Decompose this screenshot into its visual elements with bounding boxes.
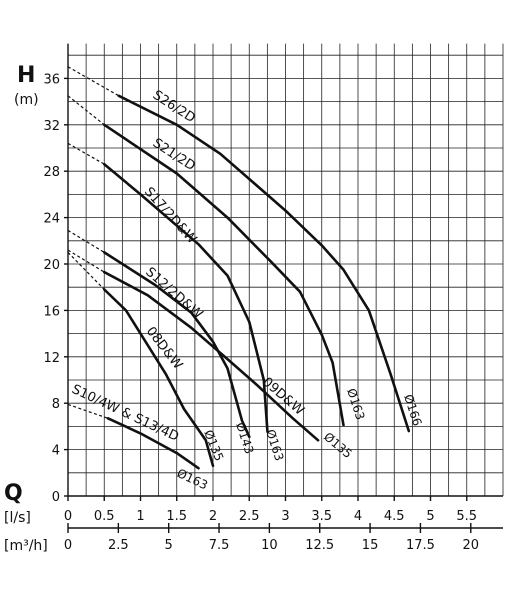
pump-curve xyxy=(103,288,215,468)
curve-dashed-extension xyxy=(67,403,109,419)
pump-curve xyxy=(117,94,411,433)
grid xyxy=(68,43,504,496)
x-tick-label-m3h: 0 xyxy=(64,538,72,553)
y-axis-symbol: H xyxy=(17,63,35,88)
curves xyxy=(67,66,411,470)
x-tick-label-ls: 1.5 xyxy=(166,509,187,524)
x-tick-label-ls: 2.5 xyxy=(239,509,260,524)
impeller-diameter-label: Ø163 xyxy=(344,387,367,422)
pump-curve xyxy=(103,270,320,442)
x-tick-label-ls: 5.5 xyxy=(456,509,477,524)
x-tick-label-m3h: 12.5 xyxy=(305,538,334,553)
impeller-diameter-label: Ø163 xyxy=(263,428,286,463)
y-tick-label: 28 xyxy=(43,165,60,180)
pump-curve xyxy=(106,416,200,470)
x-tick-label-ls: 4 xyxy=(354,509,362,524)
y-tick-label: 32 xyxy=(43,119,60,134)
x-tick-label-m3h: 20 xyxy=(463,538,480,553)
x-tick-label-ls: 0 xyxy=(64,509,72,524)
x-tick-label-m3h: 17.5 xyxy=(406,538,435,553)
impeller-diameter-label: Ø163 xyxy=(175,466,210,492)
impeller-diameter-label: Ø166 xyxy=(401,393,424,428)
x-tick-label-m3h: 5 xyxy=(165,538,173,553)
x-tick-label-m3h: 7.5 xyxy=(209,538,230,553)
x-tick-label-ls: 2 xyxy=(209,509,217,524)
x-axis-symbol: Q xyxy=(4,481,23,506)
y-tick-label: 4 xyxy=(52,444,60,459)
x-tick-label-ls: 0.5 xyxy=(94,509,115,524)
series-label: S26/2D xyxy=(150,88,198,126)
y-tick-label: 12 xyxy=(43,351,60,366)
y-axis-unit: (m) xyxy=(14,92,39,108)
x-tick-label-ls: 4.5 xyxy=(384,509,405,524)
impeller-diameter-label: Ø135 xyxy=(201,428,226,463)
pump-curve xyxy=(103,123,345,427)
x-tick-label-ls: 3 xyxy=(281,509,289,524)
y-tick-label: 8 xyxy=(52,397,60,412)
x-tick-label-ls: 1 xyxy=(136,509,144,524)
x-axis-unit-m3h: [m³/h] xyxy=(4,538,48,554)
x-axis-unit-ls: [l/s] xyxy=(4,510,31,526)
y-tick-label: 20 xyxy=(43,258,60,273)
pump-curve xyxy=(103,251,251,439)
y-tick-label: 24 xyxy=(43,212,60,227)
impeller-diameter-label: Ø143 xyxy=(233,421,256,456)
axes: 0 4 8 12 16 20 24 28 32 36 0 0.5 1 1.5 2 2.5 3 3.5 4 4.5 5 5.… xyxy=(43,43,503,553)
y-tick-label: 16 xyxy=(43,304,60,319)
x-tick-label-m3h: 10 xyxy=(261,538,278,553)
pump-curve xyxy=(103,162,269,433)
y-tick-label: 36 xyxy=(43,72,60,87)
curve-dashed-extension xyxy=(67,95,105,126)
impeller-diameter-label: Ø135 xyxy=(321,430,355,462)
series-label: S21/2D xyxy=(150,136,198,174)
x-tick-label-m3h: 2.5 xyxy=(108,538,129,553)
curve-dashed-extension xyxy=(67,142,105,165)
x-tick-label-ls: 3.5 xyxy=(311,509,332,524)
x-tick-label-m3h: 15 xyxy=(362,538,379,553)
curve-dashed-extension xyxy=(67,66,120,97)
curve-dashed-extension xyxy=(67,249,105,273)
x-tick-label-ls: 5 xyxy=(426,509,434,524)
curve-dashed-extension xyxy=(67,229,105,253)
y-tick-label: 0 xyxy=(52,490,60,505)
